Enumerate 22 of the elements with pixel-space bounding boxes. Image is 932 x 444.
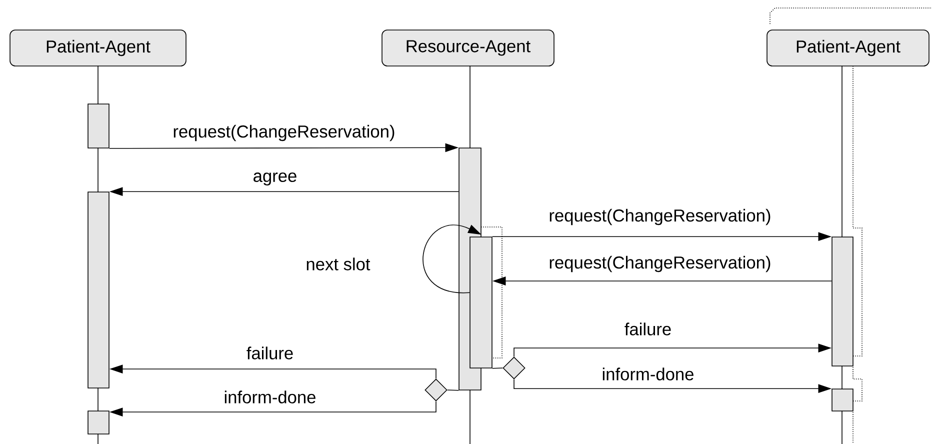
activation-bar [832, 236, 854, 366]
edge-label: request(ChangeReservation) [174, 124, 394, 142]
activation-bar [832, 388, 854, 412]
decision-diamond [502, 356, 526, 380]
edge-label: failure [246, 346, 293, 360]
connector-line [492, 368, 503, 369]
connector-line [447, 390, 459, 391]
lifeline-header: Patient-Agent [10, 30, 186, 66]
lifeline-header: Resource-Agent [382, 30, 554, 66]
edge-label: inform-done [224, 390, 316, 404]
edge-label: failure [624, 322, 671, 336]
activation-bar [88, 410, 110, 434]
activation-bar [88, 104, 110, 148]
edge-label: request(ChangeReservation) [550, 256, 770, 272]
activation-bar [470, 236, 492, 368]
activation-bar [88, 192, 110, 388]
lifeline-header: Patient-Agent [766, 30, 930, 66]
edge-label: next slot [306, 258, 370, 270]
edge-label: inform-done [602, 368, 694, 380]
edge-label: request(ChangeReservation) [550, 208, 770, 226]
edge-label: agree [254, 172, 296, 186]
decision-diamond [424, 378, 448, 402]
